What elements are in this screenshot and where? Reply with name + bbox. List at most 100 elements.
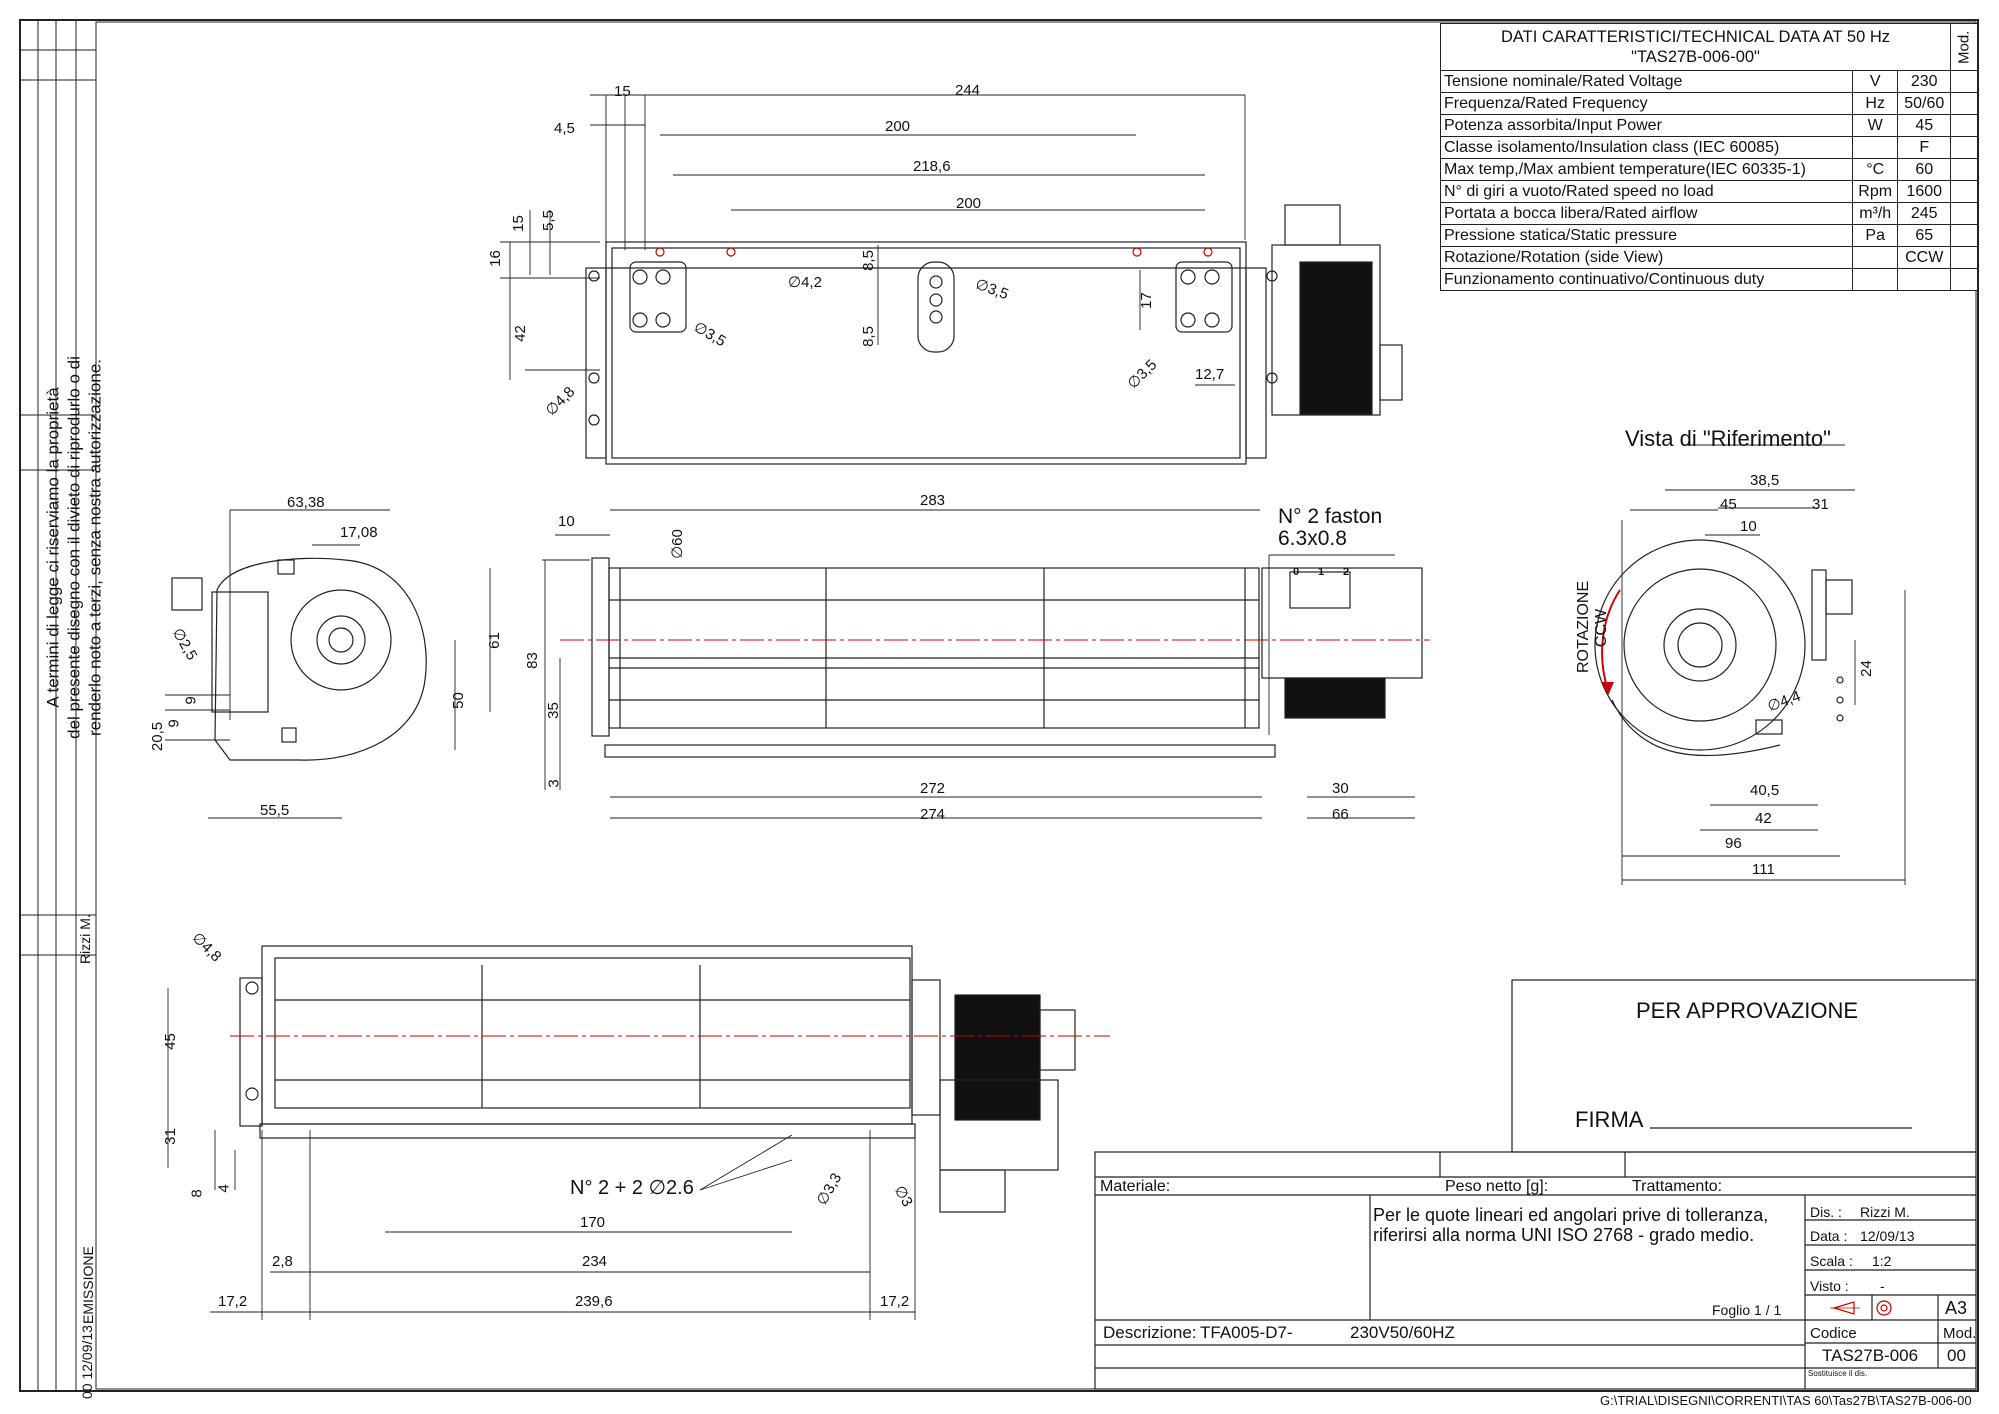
revision-date: 00 12/09/13 <box>79 1325 95 1399</box>
dim-ref-10: 10 <box>1740 518 1757 535</box>
tech-mod-cell <box>1950 158 1978 181</box>
dim-bottom-4: 4 <box>215 1184 233 1193</box>
technical-data-model: "TAS27B-006-00" <box>1631 48 1760 66</box>
dim-ref-24: 24 <box>1857 660 1875 677</box>
dim-top-244: 244 <box>955 82 981 99</box>
tech-label: Portata a bocca libera/Rated airflow <box>1440 202 1853 225</box>
dim-ref-111: 111 <box>1752 861 1775 878</box>
dim-left-20-5: 20,5 <box>149 721 167 752</box>
tech-value: 50/60 <box>1897 92 1951 115</box>
dis-label: Dis. : <box>1810 1204 1842 1220</box>
terminal-label-2: 2 <box>1343 566 1350 578</box>
rotation-direction: CCW <box>1593 608 1610 648</box>
tech-mod-cell <box>1950 92 1978 115</box>
rotation-label: ROTAZIONE CCW <box>1575 581 1611 673</box>
tech-value: 245 <box>1897 202 1951 225</box>
dim-bottom-239-6: 239,6 <box>575 1293 613 1310</box>
dim-bottom-8: 8 <box>188 1189 206 1198</box>
scala-value: 1:2 <box>1872 1253 1892 1269</box>
tech-unit: m³/h <box>1851 202 1899 225</box>
visto-value: - <box>1880 1278 1885 1294</box>
dim-front-30: 30 <box>1332 780 1349 797</box>
tech-row: Classe isolamento/Insulation class (IEC … <box>1440 136 1978 159</box>
sostituisce-label: Sostituisce il dis. <box>1808 1369 1868 1378</box>
tech-mod-cell <box>1950 180 1978 203</box>
faston-label: N° 2 faston 6.3x0.8 <box>1278 506 1382 550</box>
tech-row: Max temp,/Max ambient temperature(IEC 60… <box>1440 158 1978 181</box>
dim-top-218-6: 218,6 <box>913 158 951 175</box>
file-path: G:\TRIAL\DISEGNI\CORRENTI\TAS 60\Tas27B\… <box>1600 1393 1972 1408</box>
firma-label: FIRMA <box>1575 1107 1644 1132</box>
dim-ref-42: 42 <box>1755 810 1772 827</box>
descrizione-value: TFA005-D7- <box>1200 1323 1293 1342</box>
tech-label: N° di giri a vuoto/Rated speed no load <box>1440 180 1853 203</box>
reference-view-dimensions <box>1621 489 1906 885</box>
tech-value <box>1897 268 1951 291</box>
tolerance-line: riferirsi alla norma UNI ISO 2768 - grad… <box>1373 1225 1755 1245</box>
dim-top-15v: 15 <box>509 215 527 232</box>
tech-label: Potenza assorbita/Input Power <box>1440 114 1853 137</box>
voltage-value: 230V50/60HZ <box>1350 1323 1455 1342</box>
dim-front-3: 3 <box>545 779 563 788</box>
dim-left-61: 61 <box>485 632 503 649</box>
dim-front-272: 272 <box>920 780 946 797</box>
left-view-dimensions <box>165 509 491 819</box>
dim-bottom-17-2b: 17,2 <box>880 1293 910 1310</box>
dim-bottom-234: 234 <box>582 1253 608 1270</box>
peso-label: Peso netto [g]: <box>1445 1178 1549 1195</box>
technical-data-header: DATI CARATTERISTICI/TECHNICAL DATA AT 50… <box>1440 23 1951 71</box>
technical-data-title: DATI CARATTERISTICI/TECHNICAL DATA AT 50… <box>1500 28 1891 46</box>
tech-value: 1600 <box>1897 180 1951 203</box>
legal-notice: A termini di legge ci riserviamo la prop… <box>43 258 118 838</box>
tolerance-note: Per le quote lineari ed angolari prive d… <box>1373 1205 1768 1245</box>
dim-bottom-17-2a: 17,2 <box>218 1293 248 1310</box>
front-view-dimensions <box>542 509 1415 819</box>
dim-front-35: 35 <box>544 702 562 719</box>
faston-line: N° 2 faston <box>1278 505 1383 528</box>
dim-top-42: 42 <box>511 325 529 342</box>
tech-value: 60 <box>1897 158 1951 181</box>
scala-label: Scala : <box>1810 1253 1853 1269</box>
tech-row: Rotazione/Rotation (side View)CCW <box>1440 246 1978 269</box>
tech-unit: Hz <box>1851 92 1899 115</box>
holes-note: N° 2 + 2 ∅2.6 <box>570 1177 694 1199</box>
dim-left-63-38: 63,38 <box>287 494 325 511</box>
bottom-view-drawing <box>239 945 1076 1213</box>
format-value: A3 <box>1945 1298 1968 1318</box>
tech-unit <box>1851 136 1899 159</box>
tech-value: CCW <box>1897 246 1951 269</box>
dim-left-9b: 9 <box>165 719 183 728</box>
dim-bottom-45: 45 <box>161 1033 179 1050</box>
tech-unit: Rpm <box>1851 180 1899 203</box>
dim-top-12-7: 12,7 <box>1195 366 1225 383</box>
tolerance-line: Per le quote lineari ed angolari prive d… <box>1373 1205 1769 1225</box>
title-block-grid <box>1094 1151 1977 1390</box>
bottom-view-dimensions <box>167 988 916 1320</box>
faston-spec: 6.3x0.8 <box>1278 527 1347 550</box>
dim-left-50: 50 <box>449 692 467 709</box>
tech-unit <box>1851 268 1899 291</box>
legal-notice-line: del presente disegno con il divieto di r… <box>64 356 84 739</box>
tech-mod-cell <box>1950 202 1978 225</box>
tech-value: 230 <box>1897 70 1951 93</box>
mod-label: Mod. <box>1943 1325 1977 1342</box>
visto-label: Visto : <box>1810 1278 1849 1294</box>
dim-front-274: 274 <box>920 806 946 823</box>
dim-ref-38-5: 38,5 <box>1750 472 1780 489</box>
dim-ref-45: 45 <box>1720 496 1737 513</box>
dim-front-10: 10 <box>558 513 575 530</box>
dim-top-8-5a: 8,5 <box>859 250 877 271</box>
mod-header: Mod. <box>1950 23 1978 71</box>
top-view-dimensions <box>500 94 1246 386</box>
descrizione-label: Descrizione: <box>1103 1323 1197 1342</box>
dim-ref-40-5: 40,5 <box>1750 782 1780 799</box>
approval-title: PER APPROVAZIONE <box>1636 998 1859 1023</box>
data-value: 12/09/13 <box>1860 1228 1915 1244</box>
codice-label: Codice <box>1810 1325 1857 1342</box>
dim-ref-96: 96 <box>1725 835 1742 852</box>
revision-author: Rizzi M. <box>77 914 93 964</box>
materiale-label: Materiale: <box>1100 1178 1171 1195</box>
